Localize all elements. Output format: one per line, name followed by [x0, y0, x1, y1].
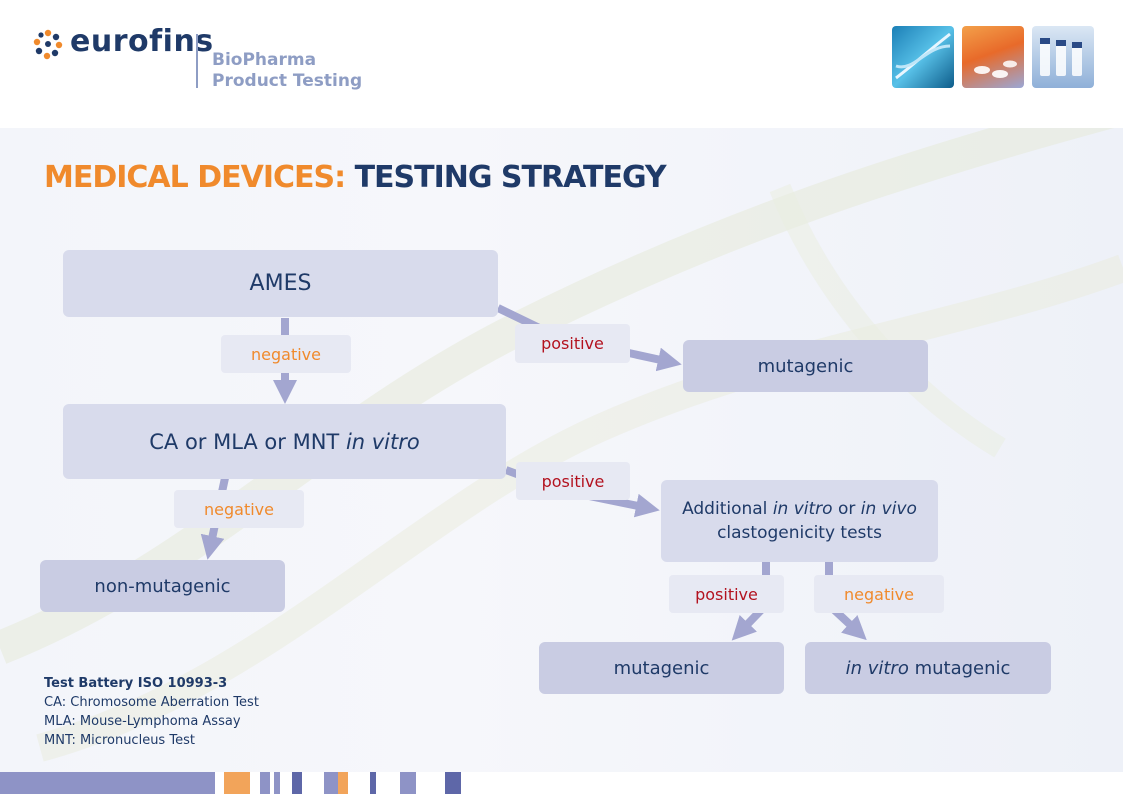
- page-title: MEDICAL DEVICES: TESTING STRATEGY: [44, 160, 667, 195]
- footer-stripe: [445, 772, 461, 794]
- node-in-vitro-rest: mutagenic: [914, 657, 1011, 679]
- node-ca-mla-mnt-label: CA or MLA or MNT in vitro: [149, 430, 420, 454]
- node-ames-label: AMES: [249, 271, 312, 296]
- node-additional-word: Additional: [682, 499, 768, 519]
- node-mutagenic-1-label: mutagenic: [757, 355, 854, 377]
- vials-image-icon: [1032, 26, 1094, 88]
- node-in-vitro-italic: in vitro: [845, 657, 909, 679]
- node-additional-or: or: [837, 499, 856, 519]
- header: eurofins BioPharma Product Testing: [0, 0, 1123, 128]
- edge-label-positive-2: positive: [516, 462, 630, 500]
- footer-stripe: [292, 772, 302, 794]
- header-divider: [196, 34, 198, 88]
- division-name: BioPharma Product Testing: [212, 50, 362, 92]
- node-ames: AMES: [63, 250, 498, 317]
- edge-label-negative-1: negative: [221, 335, 351, 373]
- node-ca-mla-mnt-prefix: CA or MLA or MNT: [149, 429, 340, 454]
- node-mutagenic-1: mutagenic: [683, 340, 928, 392]
- node-in-vitro-mutagenic: in vitro mutagenic: [805, 642, 1051, 694]
- node-ca-mla-mnt-italic: in vitro: [345, 429, 420, 454]
- footer-stripe: [260, 772, 270, 794]
- title-part-2: TESTING STRATEGY: [354, 160, 667, 195]
- footer-stripe: [370, 772, 376, 794]
- footer-stripe: [0, 772, 215, 794]
- legend-line-mnt: MNT: Micronucleus Test: [44, 733, 195, 748]
- brand-name: eurofins: [70, 24, 214, 59]
- edge-label-positive-1: positive: [515, 324, 630, 363]
- edge-label-negative-2: negative: [174, 490, 304, 528]
- node-non-mutagenic-label: non-mutagenic: [94, 575, 231, 597]
- legend-line-ca: CA: Chromosome Aberration Test: [44, 695, 259, 710]
- node-additional-in-vivo: in vivo: [860, 499, 917, 519]
- dna-image-icon: [892, 26, 954, 88]
- footer-stripe: [400, 772, 416, 794]
- node-additional-in-vitro: in vitro: [772, 499, 833, 519]
- edge-label-negative-3: negative: [814, 575, 944, 613]
- footer-stripe: [324, 772, 338, 794]
- legend: Test Battery ISO 10993-3 CA: Chromosome …: [44, 674, 259, 750]
- node-additional-line-1: Additional in vitro or in vivo: [682, 497, 917, 521]
- pills-image-icon: [962, 26, 1024, 88]
- node-non-mutagenic: non-mutagenic: [40, 560, 285, 612]
- node-mutagenic-2-label: mutagenic: [613, 657, 710, 679]
- title-part-1: MEDICAL DEVICES:: [44, 160, 346, 195]
- node-ca-mla-mnt: CA or MLA or MNT in vitro: [63, 404, 506, 479]
- node-mutagenic-2: mutagenic: [539, 642, 784, 694]
- division-line-1: BioPharma: [212, 50, 317, 70]
- footer-stripe: [274, 772, 280, 794]
- node-additional-tests: Additional in vitro or in vivo clastogen…: [661, 480, 938, 562]
- node-additional-line-2: clastogenicity tests: [717, 523, 882, 543]
- division-line-2: Product Testing: [212, 71, 363, 91]
- legend-heading: Test Battery ISO 10993-3: [44, 676, 228, 691]
- node-in-vitro-mutagenic-label: in vitro mutagenic: [846, 658, 1011, 679]
- legend-line-mla: MLA: Mouse-Lymphoma Assay: [44, 714, 241, 729]
- footer-bar: [0, 772, 1123, 794]
- edge-label-positive-3: positive: [669, 575, 784, 613]
- footer-stripe: [224, 772, 250, 794]
- eurofins-logo-icon: [33, 29, 63, 60]
- footer-stripe: [338, 772, 348, 794]
